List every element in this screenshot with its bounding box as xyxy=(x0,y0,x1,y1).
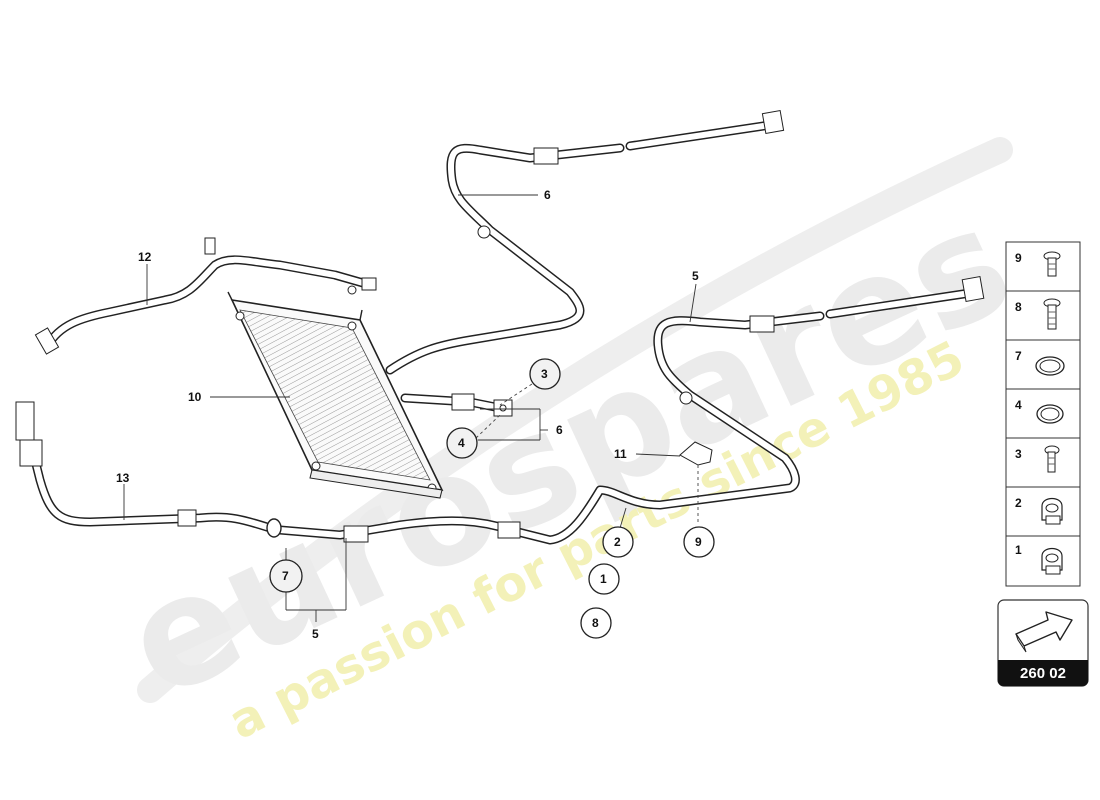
legend-row-2[interactable]: 2 xyxy=(1015,496,1063,525)
pipe-12 xyxy=(34,237,377,355)
legend-num-4: 4 xyxy=(1015,398,1022,412)
callouts: 12 10 13 6 5 6 11 5 3 4 7 2 9 1 8 xyxy=(116,188,715,641)
legend-row-8[interactable]: 8 xyxy=(1015,298,1061,330)
pipe-6 xyxy=(385,110,785,375)
pipe-13 xyxy=(15,401,275,533)
pipe-5 xyxy=(266,276,985,545)
o-ring-icon xyxy=(1035,356,1065,376)
callout-3[interactable]: 3 xyxy=(541,367,548,381)
callout-13[interactable]: 13 xyxy=(116,471,130,485)
callout-4[interactable]: 4 xyxy=(458,436,465,450)
callout-2[interactable]: 2 xyxy=(614,535,621,549)
watermark: eurospares a passion for parts since 198… xyxy=(102,137,1035,751)
page-nav-button[interactable]: 260 02 xyxy=(997,599,1089,687)
callout-11[interactable]: 11 xyxy=(614,447,627,461)
callout-10[interactable]: 10 xyxy=(188,390,202,404)
callout-9[interactable]: 9 xyxy=(695,535,702,549)
page-ref: 260 02 xyxy=(1020,665,1066,682)
watermark-swoosh xyxy=(137,137,1013,703)
callout-3-circle[interactable] xyxy=(529,358,561,390)
bolt-icon xyxy=(1043,298,1061,330)
condenser-radiator xyxy=(227,291,444,499)
legend-row-9[interactable]: 9 xyxy=(1015,251,1061,277)
legend-num-7: 7 xyxy=(1015,349,1022,363)
callout-7[interactable]: 7 xyxy=(282,569,289,583)
callout-6-lower[interactable]: 6 xyxy=(556,423,563,437)
callout-9-circle[interactable] xyxy=(683,526,715,558)
callout-12[interactable]: 12 xyxy=(138,250,152,264)
parts-legend: 9 8 7 xyxy=(1005,241,1081,587)
legend-row-7[interactable]: 7 xyxy=(1015,349,1065,376)
callout-7-circle[interactable] xyxy=(269,559,303,593)
clip-icon xyxy=(1041,547,1063,575)
callout-1-circle[interactable] xyxy=(588,563,620,595)
callout-1[interactable]: 1 xyxy=(600,572,607,586)
callout-5-lower[interactable]: 5 xyxy=(312,627,319,641)
legend-num-8: 8 xyxy=(1015,300,1022,314)
legend-num-1: 1 xyxy=(1015,543,1022,557)
legend-row-3[interactable]: 3 xyxy=(1015,445,1060,473)
callout-8-circle[interactable] xyxy=(580,607,612,639)
o-ring-icon xyxy=(1036,404,1064,424)
legend-row-1[interactable]: 1 xyxy=(1015,543,1063,575)
legend-num-2: 2 xyxy=(1015,496,1022,510)
pipe-6-fitting xyxy=(400,393,513,417)
arrow-right-up-icon xyxy=(1015,611,1073,653)
callout-8[interactable]: 8 xyxy=(592,616,599,630)
bolt-icon xyxy=(1044,445,1060,473)
clip-icon xyxy=(1041,497,1063,525)
bolt-icon xyxy=(1043,251,1061,277)
callout-4-circle[interactable] xyxy=(446,427,478,459)
legend-num-3: 3 xyxy=(1015,447,1022,461)
legend-row-4[interactable]: 4 xyxy=(1015,398,1064,424)
callout-2-circle[interactable] xyxy=(602,526,634,558)
callout-5-right[interactable]: 5 xyxy=(692,269,699,283)
callout-6-upper[interactable]: 6 xyxy=(544,188,551,202)
legend-num-9: 9 xyxy=(1015,251,1022,265)
